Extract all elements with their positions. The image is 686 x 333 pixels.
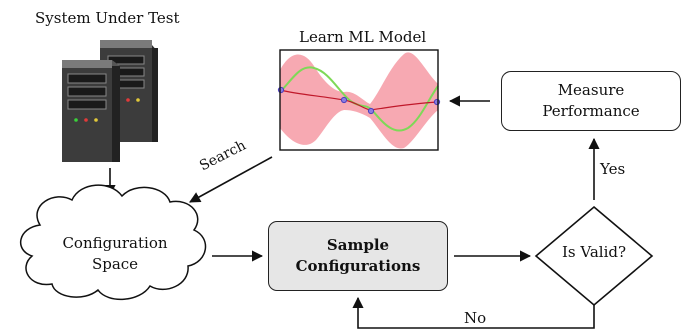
sample-point: [340, 96, 348, 104]
no-label: No: [464, 309, 487, 327]
arrow-no: [352, 296, 595, 329]
true-function-curve: [279, 66, 439, 132]
is-valid-label: Is Valid?: [561, 243, 627, 261]
sample-line2: Configurations: [295, 257, 421, 275]
cloud-shape: [20, 184, 207, 301]
sample-point: [433, 98, 441, 106]
config-line2: Space: [91, 255, 139, 273]
configuration-space-label: Configuration Space: [20, 233, 210, 275]
sample-configurations-box: Sample Configurations: [268, 221, 448, 291]
sample-point: [277, 86, 285, 94]
sample-line1: Sample: [326, 236, 390, 254]
learn-ml-model-label: Learn ML Model: [299, 28, 427, 46]
measure-line2: Performance: [542, 102, 640, 120]
mean-curve: [279, 89, 439, 111]
system-under-test-label: System Under Test: [35, 9, 180, 27]
sample-point: [367, 107, 375, 115]
measure-line1: Measure: [557, 81, 625, 99]
measure-performance-box: Measure Performance: [501, 71, 681, 131]
arrow-search: [189, 156, 273, 203]
yes-label: Yes: [600, 160, 626, 178]
config-line1: Configuration: [62, 234, 168, 252]
server-icon: [62, 60, 120, 162]
ml-model-plot: [277, 49, 441, 151]
uncertainty-band: [280, 52, 438, 149]
